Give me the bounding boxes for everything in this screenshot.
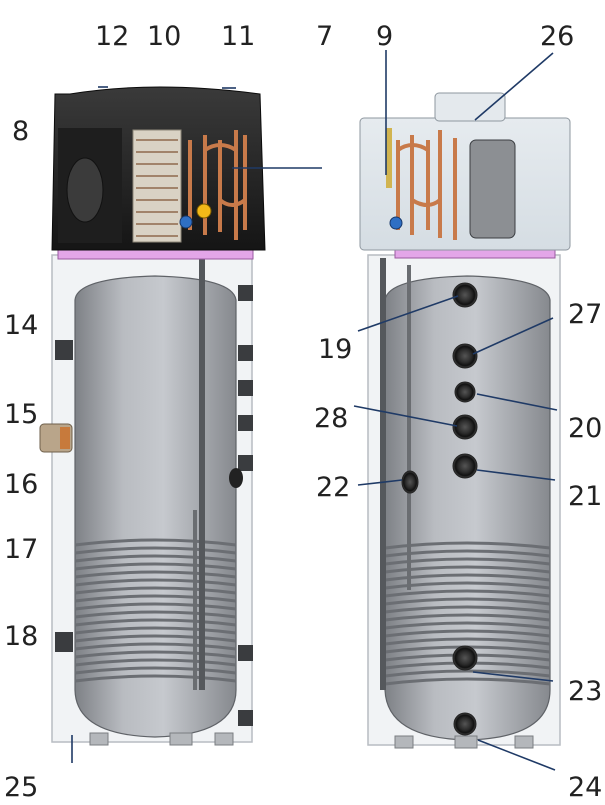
right-feet (394, 735, 534, 749)
callout-labels: 12 10 11 7 9 26 8 14 15 16 17 18 25 19 2… (4, 21, 602, 803)
left-anode (193, 510, 197, 690)
label-26: 26 (540, 21, 574, 52)
right-sensor-rod (386, 128, 392, 188)
label-8: 8 (12, 116, 29, 147)
left-side-fittings (55, 285, 253, 726)
left-copper-piping (188, 130, 247, 240)
compressor-icon (469, 139, 516, 239)
label-19: 19 (318, 334, 352, 365)
label-10: 10 (147, 21, 181, 52)
left-valve-blue (179, 215, 193, 229)
label-20: 20 (568, 413, 602, 444)
left-sensor (229, 468, 243, 488)
left-feet (89, 732, 234, 746)
label-7: 7 (316, 21, 333, 52)
left-unit (39, 86, 266, 746)
left-evaporator (132, 129, 182, 243)
label-22: 22 (316, 472, 350, 503)
right-inner-pipe (407, 265, 411, 590)
right-riser-pipe (380, 258, 386, 690)
label-15: 15 (4, 399, 38, 430)
fan-icon (66, 157, 104, 223)
left-riser-pipe (199, 258, 205, 690)
label-21: 21 (568, 481, 602, 512)
leader-lines (71, 50, 558, 771)
label-28: 28 (314, 403, 348, 434)
label-16: 16 (4, 469, 38, 500)
label-14: 14 (4, 310, 38, 341)
label-9: 9 (376, 21, 393, 52)
left-coil-bands (74, 538, 237, 683)
label-12: 12 (95, 21, 129, 52)
label-18: 18 (4, 621, 38, 652)
left-valve-yellow (196, 203, 212, 219)
label-27: 27 (568, 299, 602, 330)
label-17: 17 (4, 534, 38, 565)
label-24: 24 (568, 772, 602, 803)
label-11: 11 (221, 21, 255, 52)
right-copper-piping (396, 130, 457, 240)
label-23: 23 (568, 676, 602, 707)
right-top-handle (434, 92, 506, 122)
left-port-15 (39, 423, 73, 453)
left-evaporator-lines (136, 139, 178, 237)
right-ports (401, 282, 478, 736)
label-25: 25 (4, 772, 38, 803)
right-unit (359, 92, 571, 749)
right-valve-blue (389, 216, 403, 230)
